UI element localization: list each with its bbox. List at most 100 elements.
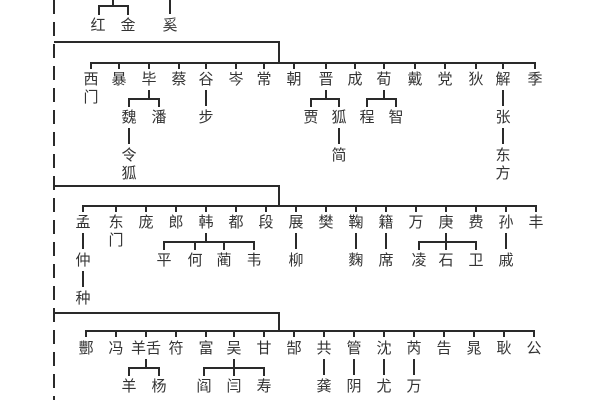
- group-bracket: [54, 185, 280, 187]
- node-tick: [205, 205, 207, 212]
- child-line: [82, 233, 84, 249]
- child-tick: [253, 241, 255, 250]
- surname-node: 石: [438, 251, 454, 269]
- surname-node: 晋: [318, 70, 334, 88]
- child-line: [385, 233, 387, 249]
- child-line: [413, 359, 415, 375]
- surname-node: 季: [527, 70, 543, 88]
- surname-node: 段: [258, 213, 274, 231]
- surname-node: 种: [75, 289, 91, 307]
- node-tick: [505, 205, 507, 212]
- surname-node: 智: [388, 108, 404, 126]
- node-tick: [413, 330, 415, 337]
- child-drop: [325, 90, 327, 98]
- node-tick: [145, 205, 147, 212]
- child-line: [502, 128, 504, 144]
- surname-node: 潘: [151, 108, 167, 126]
- child-drop: [145, 359, 147, 367]
- surname-node: 柳: [288, 251, 304, 269]
- node-tick: [265, 205, 267, 212]
- child-tick: [310, 98, 312, 107]
- connector: [98, 5, 100, 15]
- node-tick: [503, 330, 505, 337]
- child-tick: [158, 367, 160, 376]
- surname-node-sub: 门: [83, 88, 99, 106]
- surname-node: 尤: [376, 377, 392, 395]
- child-line: [82, 271, 84, 287]
- surname-node: 凌: [411, 251, 427, 269]
- surname-node: 樊: [318, 213, 334, 231]
- child-tick: [158, 98, 160, 107]
- surname-node: 张: [495, 108, 511, 126]
- node-tick: [473, 330, 475, 337]
- surname-node: 甘: [256, 339, 272, 357]
- surname-node: 籍: [378, 213, 394, 231]
- node-tick: [502, 62, 504, 69]
- node-tick: [175, 330, 177, 337]
- surname-node: 孙: [498, 213, 514, 231]
- child-bar: [366, 98, 397, 100]
- generation-bar: [82, 205, 537, 207]
- surname-node: 奚: [162, 16, 178, 34]
- child-line: [383, 359, 385, 375]
- surname-node: 龚: [316, 377, 332, 395]
- surname-node: 戚: [498, 251, 514, 269]
- child-line: [338, 128, 340, 144]
- surname-node: 金: [120, 16, 136, 34]
- surname-node: 芮: [406, 339, 422, 357]
- surname-node: 岑: [228, 70, 244, 88]
- node-tick: [535, 205, 537, 212]
- node-tick: [323, 330, 325, 337]
- surname-node: 程: [359, 108, 375, 126]
- surname-node: 管: [346, 339, 362, 357]
- node-tick: [115, 330, 117, 337]
- surname-node: 富: [198, 339, 214, 357]
- node-tick: [293, 330, 295, 337]
- surname-node: 红: [90, 16, 106, 34]
- node-tick: [145, 330, 147, 337]
- node-tick: [115, 205, 117, 212]
- surname-node: 毕: [141, 70, 157, 88]
- node-tick: [263, 330, 265, 337]
- surname-node: 都: [228, 213, 244, 231]
- node-tick: [233, 330, 235, 337]
- surname-node: 寿: [256, 377, 272, 395]
- node-tick: [205, 62, 207, 69]
- trunk-dashed-line: [53, 0, 55, 400]
- surname-node: 共: [316, 339, 332, 357]
- surname-node: 何: [187, 251, 203, 269]
- surname-node: 蔺: [216, 251, 232, 269]
- surname-node: 费: [468, 213, 484, 231]
- child-tick: [263, 367, 265, 376]
- surname-node: 狄: [468, 70, 484, 88]
- node-tick: [534, 62, 536, 69]
- child-line: [353, 359, 355, 375]
- node-tick: [353, 330, 355, 337]
- surname-node: 蔡: [171, 70, 187, 88]
- node-tick: [85, 330, 87, 337]
- node-tick: [82, 205, 84, 212]
- group-bracket: [54, 41, 280, 43]
- surname-node: 狐: [331, 108, 347, 126]
- surname-node: 冯: [108, 339, 124, 357]
- surname-node: 韩: [198, 213, 214, 231]
- surname-node: 羊: [121, 377, 137, 395]
- node-tick: [235, 62, 237, 69]
- surname-node: 万: [406, 377, 422, 395]
- child-tick: [223, 241, 225, 250]
- surname-node: 公: [526, 339, 542, 357]
- connector: [127, 5, 129, 15]
- surname-node: 庞: [138, 213, 154, 231]
- generation-bar: [85, 330, 535, 332]
- node-tick: [355, 205, 357, 212]
- surname-node: 韦: [246, 251, 262, 269]
- child-drop: [233, 359, 235, 367]
- surname-node: 阴: [346, 377, 362, 395]
- surname-node: 杨: [151, 377, 167, 395]
- surname-node: 暴: [111, 70, 127, 88]
- child-drop: [205, 233, 207, 241]
- node-tick: [293, 62, 295, 69]
- surname-node: 展: [288, 213, 304, 231]
- node-tick: [475, 62, 477, 69]
